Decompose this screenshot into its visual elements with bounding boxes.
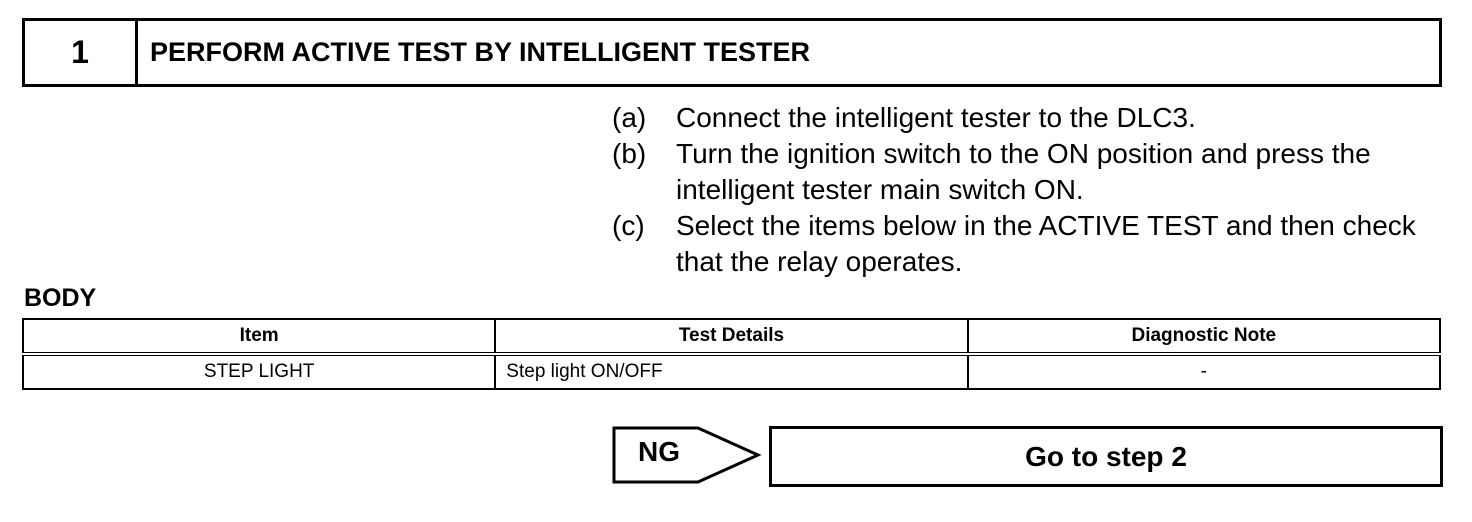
step-number: 1 (25, 21, 138, 84)
instruction-text: Connect the intelligent tester to the DL… (676, 102, 1196, 133)
instruction-text: Select the items below in the ACTIVE TES… (676, 210, 1416, 277)
instruction-text: Turn the ignition switch to the ON posit… (676, 138, 1371, 205)
instruction-list: (a) Connect the intelligent tester to th… (612, 100, 1452, 280)
step-title: PERFORM ACTIVE TEST BY INTELLIGENT TESTE… (150, 37, 811, 67)
step-header: 1 PERFORM ACTIVE TEST BY INTELLIGENT TES… (22, 18, 1442, 87)
column-header-test-details: Test Details (494, 318, 969, 355)
instruction-label: (b) (612, 138, 647, 169)
cell-diagnostic-note: - (966, 353, 1442, 390)
instruction-label: (c) (612, 210, 645, 241)
ng-arrow-icon (612, 426, 762, 484)
instruction-item: (c) Select the items below in the ACTIVE… (612, 208, 1452, 280)
table-header-row: Item Test Details Diagnostic Note (21, 318, 1442, 355)
go-to-step-box: Go to step 2 (769, 426, 1443, 487)
column-header-item: Item (21, 318, 497, 355)
instruction-item: (b) Turn the ignition switch to the ON p… (612, 136, 1452, 208)
section-title: BODY (24, 284, 97, 312)
active-test-table: Item Test Details Diagnostic Note STEP L… (21, 318, 1442, 390)
column-header-diagnostic-note: Diagnostic Note (966, 318, 1442, 355)
cell-test-details: Step light ON/OFF (494, 353, 969, 390)
instruction-item: (a) Connect the intelligent tester to th… (612, 100, 1452, 136)
instruction-label: (a) (612, 102, 647, 133)
cell-item: STEP LIGHT (21, 353, 497, 390)
ng-label: NG (638, 436, 680, 467)
table-row: STEP LIGHT Step light ON/OFF - (21, 353, 1442, 390)
